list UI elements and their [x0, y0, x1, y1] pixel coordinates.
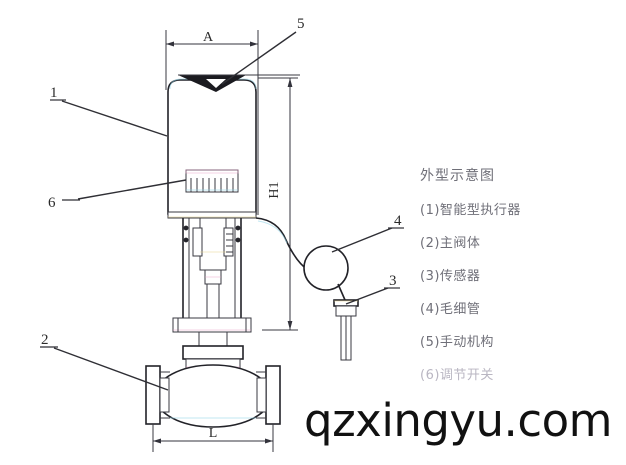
callout-number-2: 2	[41, 332, 49, 348]
legend-item-3: (3)传感器	[420, 269, 481, 284]
dimension-A: A	[165, 30, 259, 52]
callout-number-6: 6	[48, 195, 56, 211]
callout-number-4: 4	[394, 213, 402, 229]
callout-number-1: 1	[50, 85, 58, 101]
callout-leaders	[40, 31, 404, 391]
legend-title: 外型示意图	[420, 168, 495, 184]
callout-number-3: 3	[389, 273, 397, 289]
dimension-label-L: L	[209, 426, 218, 441]
main-valve-body	[145, 364, 281, 428]
callout-number-5: 5	[297, 16, 305, 32]
dimension-label-A: A	[203, 30, 214, 45]
legend-item-2: (2)主阀体	[420, 236, 481, 251]
yoke-stem-assembly	[167, 211, 257, 333]
dimension-label-H1: H1	[267, 181, 282, 198]
dimension-H1: H1	[258, 77, 298, 331]
actuator-housing	[167, 78, 257, 215]
legend-item-6: (6)调节开关	[420, 368, 494, 383]
legend-panel: 外型示意图 (1)智能型执行器 (2)主阀体 (3)传感器 (4)毛细管 (5)…	[420, 165, 620, 397]
sensor-probe	[303, 245, 359, 361]
legend-item-4: (4)毛细管	[420, 302, 481, 317]
adjust-switch-terminal	[185, 169, 239, 193]
legend-item-5: (5)手动机构	[420, 335, 494, 350]
valve-bonnet	[182, 331, 244, 369]
legend-item-1: (1)智能型执行器	[420, 203, 521, 218]
capillary-tube	[255, 217, 309, 271]
dimension-L: L	[152, 424, 274, 452]
